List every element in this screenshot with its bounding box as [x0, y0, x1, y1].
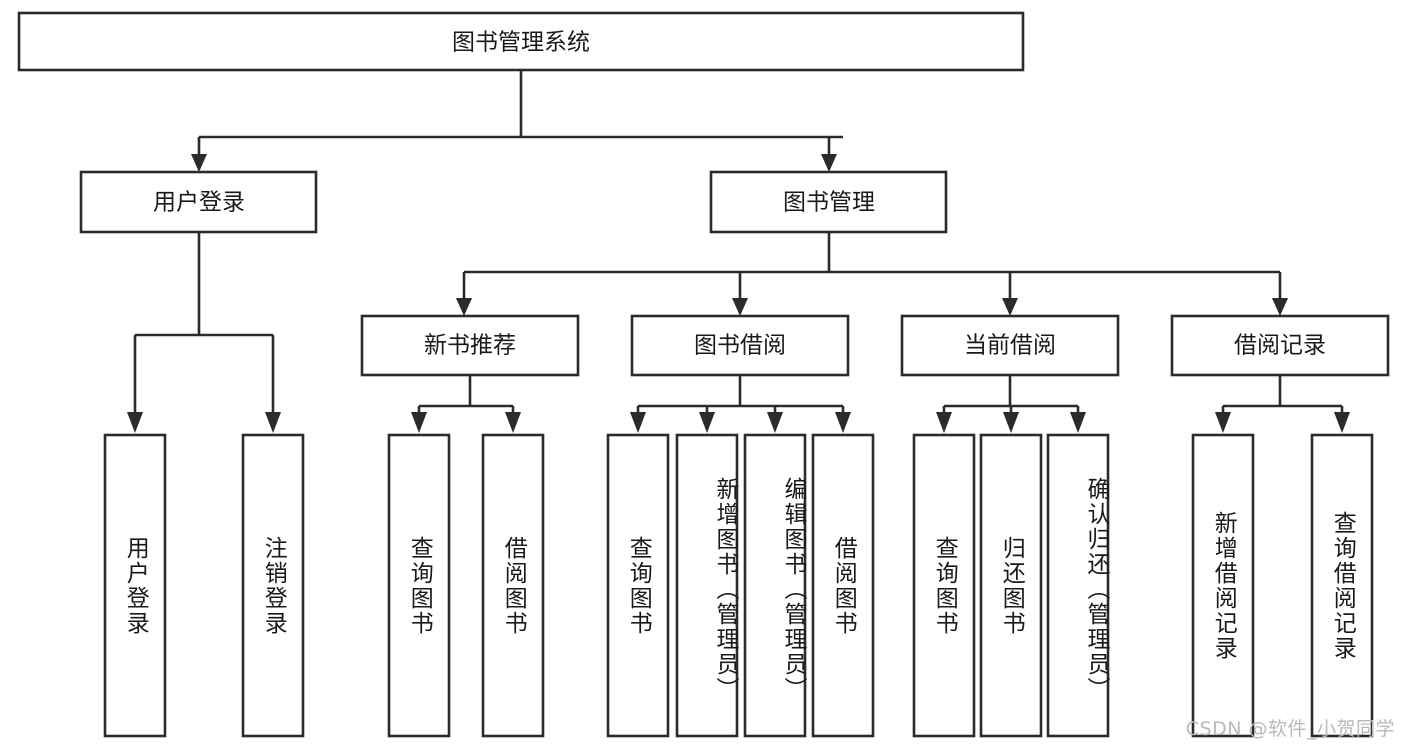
leaf-box-borrow-record-2[interactable] — [1310, 433, 1374, 738]
node-user-login[interactable]: 用户登录 — [79, 170, 318, 234]
leaf-box-new-book-2[interactable] — [481, 433, 545, 738]
csdn-watermark: CSDN @软件_小贺同学 — [1185, 718, 1395, 740]
node-book-management[interactable]: 图书管理 — [709, 170, 948, 234]
arrow-cb-leaf-3 — [1070, 412, 1086, 433]
connector-group-user-login — [127, 232, 281, 433]
leaf-box-new-book-1[interactable] — [387, 433, 451, 738]
node-book-management-label: 图书管理 — [783, 190, 875, 216]
node-root[interactable]: 图书管理系统 — [17, 11, 1025, 72]
arrow-bm-book-borrow — [732, 298, 748, 316]
node-borrow-record[interactable]: 借阅记录 — [1170, 314, 1390, 377]
connector-group-book-mgmt — [456, 232, 1288, 316]
arrow-br-leaf-1 — [1215, 412, 1231, 433]
arrow-bb-leaf-3 — [767, 412, 783, 433]
node-book-management-box[interactable] — [709, 170, 948, 234]
arrow-bm-new-book — [456, 298, 472, 316]
connector-group-root — [191, 70, 843, 172]
node-new-book-recommend-box[interactable] — [360, 314, 580, 377]
arrow-root-to-user-login — [191, 154, 207, 172]
leaf-box-book-borrow-1[interactable] — [606, 433, 670, 738]
arrow-user-login-leaf-2 — [265, 412, 281, 433]
node-user-login-label: 用户登录 — [153, 190, 245, 216]
node-root-box[interactable] — [17, 11, 1025, 72]
arrow-bm-borrow-record — [1272, 298, 1288, 316]
node-book-borrow-label: 图书借阅 — [694, 333, 786, 359]
node-user-login-box[interactable] — [79, 170, 318, 234]
connector-group-book-borrow — [630, 375, 851, 433]
arrow-user-login-leaf-1 — [127, 412, 143, 433]
leaf-box-book-borrow-3[interactable] — [743, 433, 807, 738]
connector-group-current-borrow — [936, 375, 1086, 433]
arrow-nb-leaf-1 — [411, 412, 427, 433]
arrow-root-to-book-mgmt — [821, 154, 837, 172]
node-borrow-record-box[interactable] — [1170, 314, 1390, 377]
arrow-cb-leaf-1 — [936, 412, 952, 433]
leaf-box-current-borrow-1[interactable] — [912, 433, 976, 738]
leaf-box-book-borrow-2[interactable] — [675, 433, 739, 738]
arrow-bm-current-borrow — [1002, 298, 1018, 316]
node-book-borrow[interactable]: 图书借阅 — [630, 314, 850, 377]
arrow-bb-leaf-4 — [835, 412, 851, 433]
node-current-borrow[interactable]: 当前借阅 — [900, 314, 1120, 377]
connector-group-borrow-record — [1215, 375, 1350, 433]
leaf-box-book-borrow-4[interactable] — [811, 433, 875, 738]
node-current-borrow-box[interactable] — [900, 314, 1120, 377]
arrow-bb-leaf-1 — [630, 412, 646, 433]
node-new-book-recommend[interactable]: 新书推荐 — [360, 314, 580, 377]
arrow-bb-leaf-2 — [699, 412, 715, 433]
leaf-box-user-login-2[interactable] — [241, 433, 305, 738]
node-book-borrow-box[interactable] — [630, 314, 850, 377]
node-borrow-record-label: 借阅记录 — [1234, 333, 1326, 359]
node-root-label: 图书管理系统 — [452, 30, 590, 56]
leaf-box-user-login-1[interactable] — [103, 433, 167, 738]
arrow-br-leaf-2 — [1334, 412, 1350, 433]
arrow-nb-leaf-2 — [505, 412, 521, 433]
node-current-borrow-label: 当前借阅 — [964, 333, 1056, 359]
connector-group-new-book — [411, 375, 521, 433]
leaf-box-current-borrow-2[interactable] — [979, 433, 1043, 738]
leaf-box-current-borrow-3[interactable] — [1046, 433, 1110, 738]
node-new-book-recommend-label: 新书推荐 — [424, 333, 516, 359]
leaf-box-borrow-record-1[interactable] — [1191, 433, 1255, 738]
arrow-cb-leaf-2 — [1003, 412, 1019, 433]
